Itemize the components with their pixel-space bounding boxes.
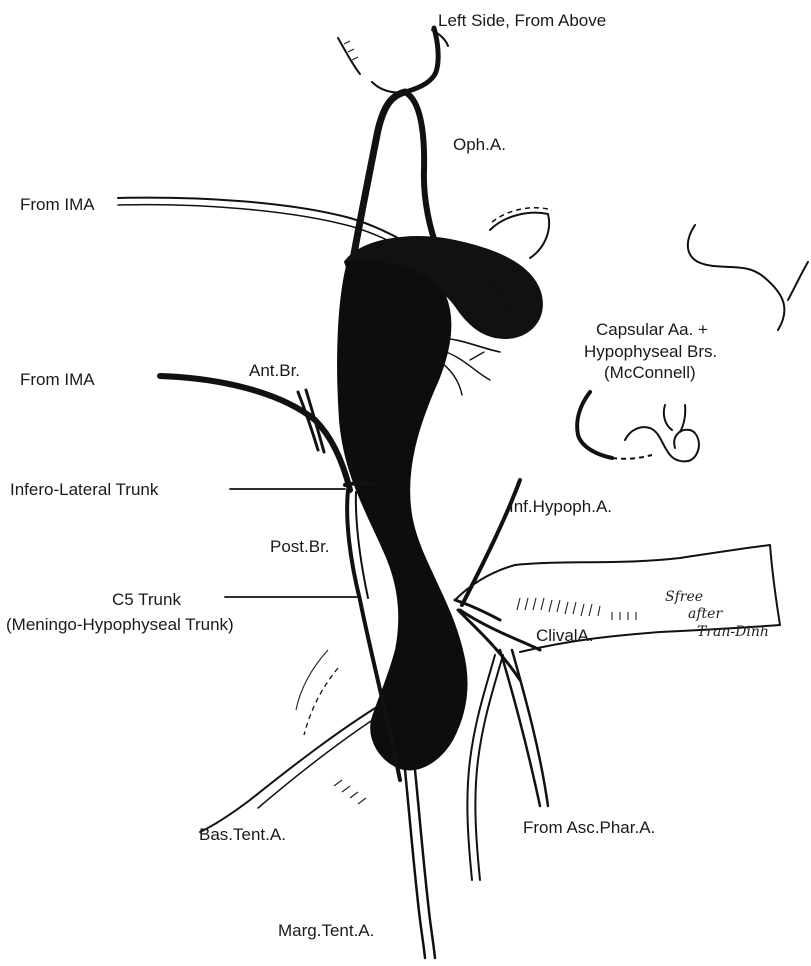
label-capsular-line1: Capsular Aa. + — [596, 320, 708, 339]
signature-line2: after — [688, 606, 723, 622]
label-marg-tent-a: Marg.Tent.A. — [278, 921, 374, 940]
clival-artery-drawing — [460, 610, 548, 880]
signature-line1: Sfree — [665, 589, 703, 605]
label-c5-trunk-line1: C5 Trunk — [112, 590, 181, 609]
label-post-br: Post.Br. — [270, 537, 330, 556]
lower-ima-branch-drawing — [160, 376, 350, 490]
signature-line3: Tran-Dinh — [697, 624, 769, 640]
label-c5-trunk-line2: (Meningo-Hypophyseal Trunk) — [6, 615, 234, 634]
label-capsular-line3: (McConnell) — [604, 363, 696, 382]
label-from-asc-phar-a: From Asc.Phar.A. — [523, 818, 655, 837]
label-left-side-from-above: Left Side, From Above — [438, 11, 606, 30]
label-oph-a: Oph.A. — [453, 135, 506, 154]
label-inf-hypoph-a: Inf.Hypoph.A. — [509, 497, 612, 516]
label-from-ima-upper: From IMA — [20, 195, 95, 214]
ophthalmic-artery-drawing — [338, 28, 448, 265]
label-bas-tent-a: Bas.Tent.A. — [199, 825, 286, 844]
label-infero-lateral-trunk: Infero-Lateral Trunk — [10, 480, 159, 499]
label-capsular-line2: Hypophyseal Brs. — [584, 342, 717, 361]
label-ant-br: Ant.Br. — [249, 361, 300, 380]
artist-signature: Sfree after Tran-Dinh — [665, 589, 769, 640]
label-from-ima-lower: From IMA — [20, 370, 95, 389]
label-clival-a: ClivalA. — [536, 626, 594, 645]
